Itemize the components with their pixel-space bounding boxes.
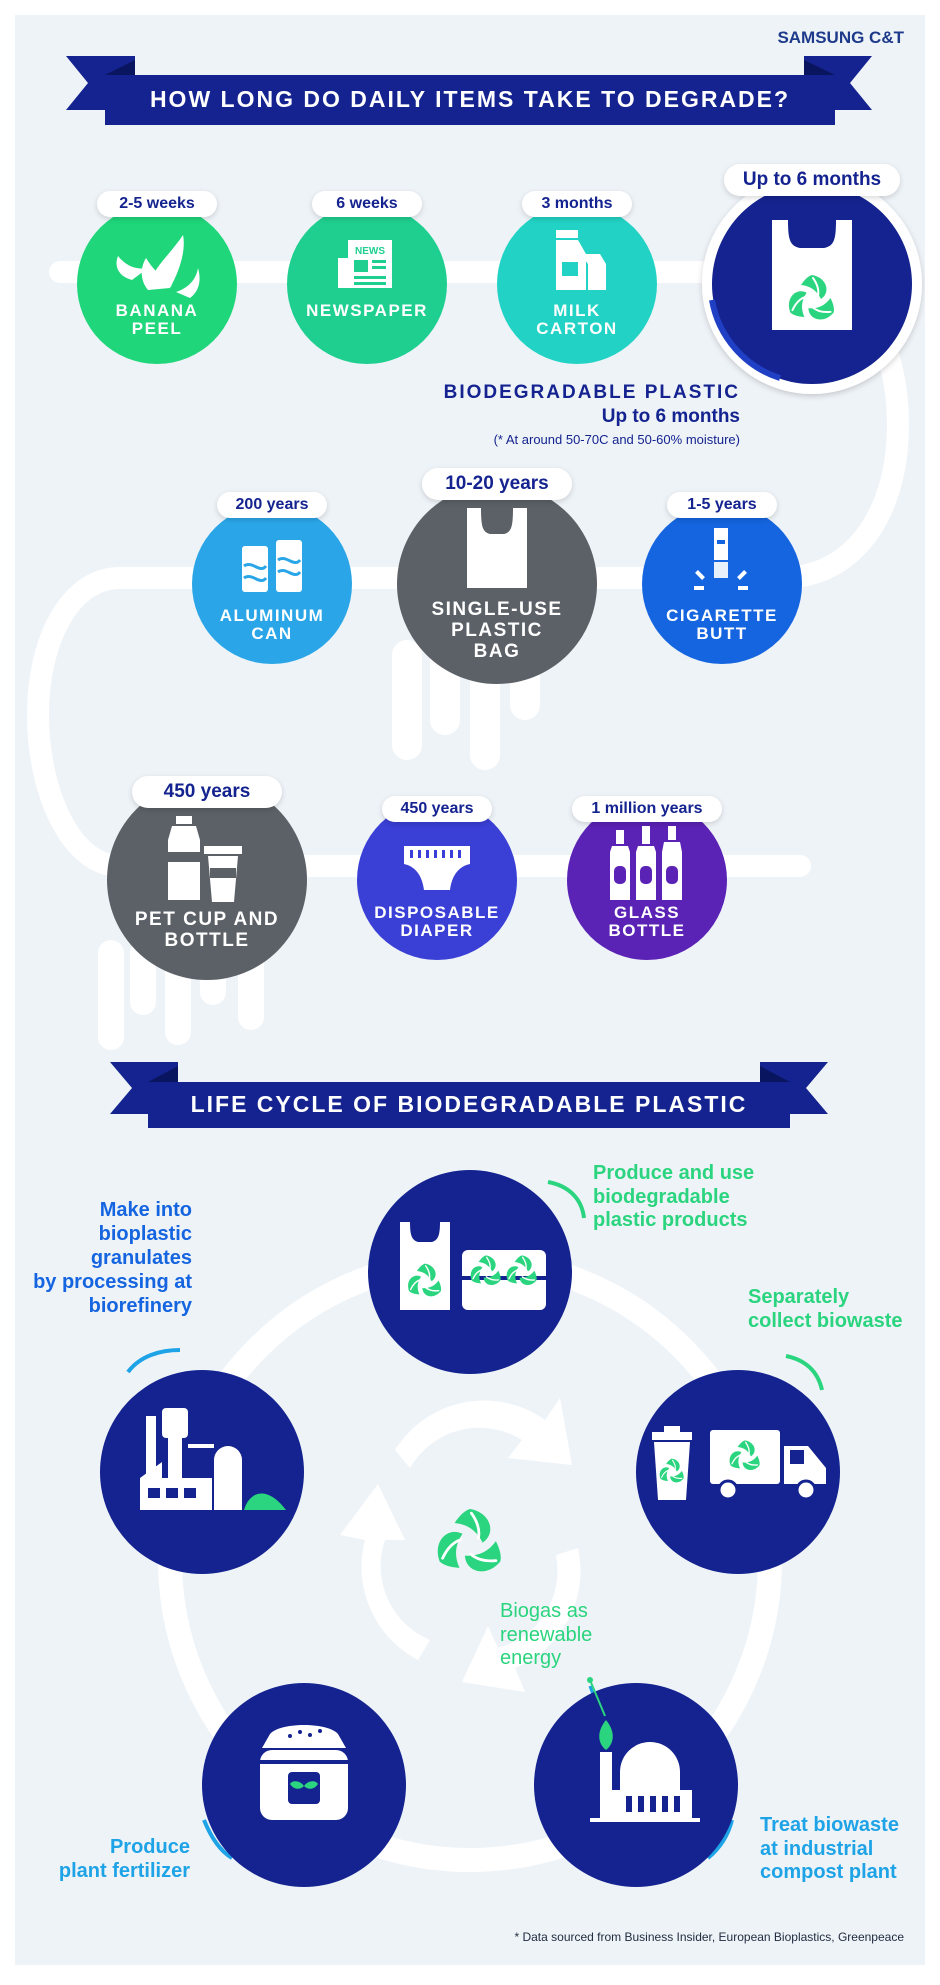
step-biogas-label: Biogas as renewable energy	[500, 1600, 650, 1671]
inner-arrows	[340, 1398, 581, 1692]
step-granulates-label: Make into bioplastic granulates by proce…	[20, 1198, 192, 1318]
label-banana: BANANA PEEL	[87, 302, 227, 338]
section2-title: LIFE CYCLE OF BIODEGRADABLE PLASTIC	[190, 1091, 748, 1117]
circle-biorefinery	[100, 1370, 304, 1574]
bioplastic-note-title: BIODEGRADABLE PLASTIC	[443, 382, 740, 403]
step-produce-line3: plastic products	[593, 1209, 748, 1232]
fertilizer-bag-icon	[260, 1725, 348, 1820]
label-cigarette-line2: BUTT	[696, 623, 748, 643]
circle-cigarette	[642, 504, 802, 664]
section2-banner	[110, 1062, 828, 1128]
step-biogas-line2: renewable	[500, 1623, 593, 1646]
label-bag-line3: BAG	[473, 640, 521, 662]
label-cigarette: CIGARETTE BUTT	[647, 607, 797, 643]
label-cigarette-line1: CIGARETTE	[666, 606, 778, 625]
diaper-icon	[404, 846, 470, 890]
label-milk: MILK CARTON	[507, 302, 647, 338]
label-milk-line1: MILK	[553, 301, 601, 320]
label-banana-line2: PEEL	[131, 318, 183, 338]
time-pill-newspaper: 6 weeks	[312, 191, 422, 217]
glass-bottle-icon	[610, 826, 682, 900]
label-bag-line1: SINGLE-USE	[431, 599, 563, 620]
bioplastic-note: BIODEGRADABLE PLASTIC Up to 6 months (* …	[380, 382, 740, 447]
label-milk-line2: CARTON	[536, 318, 618, 338]
time-pill-glass: 1 million years	[572, 796, 722, 822]
bioplastic-note-subtitle: Up to 6 months	[601, 406, 740, 427]
step-treat-line1: Treat biowaste	[760, 1814, 899, 1836]
banana-peel-icon	[116, 235, 200, 298]
label-bag: SINGLE-USE PLASTIC BAG	[417, 599, 577, 663]
time-pill-cigarette: 1-5 years	[667, 492, 777, 518]
label-pet: PET CUP AND BOTTLE	[117, 909, 297, 952]
label-aluminum: ALUMINUM CAN	[197, 607, 347, 643]
compost-plant-icon	[590, 1720, 700, 1822]
time-pill-milk: 3 months	[522, 191, 632, 217]
newspaper-icon: NEWS	[338, 240, 392, 288]
time-pill-bag: 10-20 years	[422, 468, 572, 500]
biorefinery-icon	[140, 1408, 286, 1510]
pet-bottle-cup-icon	[168, 816, 242, 902]
label-newspaper-line1: NEWSPAPER	[306, 301, 428, 320]
circle-aluminum	[192, 504, 352, 664]
step-granulates-line3: granulates	[90, 1247, 192, 1269]
step-collect-label: Separately collect biowaste	[748, 1286, 928, 1333]
step-collect-line1: Separately	[748, 1286, 850, 1308]
section1-title: HOW LONG DO DAILY ITEMS TAKE TO DEGRADE?	[149, 86, 791, 112]
svg-text:NEWS: NEWS	[355, 246, 385, 257]
step-granulates-line1: Make into	[99, 1199, 192, 1221]
label-diaper: DISPOSABLE DIAPER	[362, 904, 512, 940]
biodegradable-bag-icon	[772, 218, 852, 330]
milk-carton-icon	[556, 230, 606, 290]
plastic-bag-icon	[467, 508, 527, 588]
step-granulates-line4: by processing at	[33, 1271, 192, 1293]
step-treat-line3: compost plant	[760, 1861, 897, 1884]
step-granulates-line5: biorefinery	[88, 1295, 192, 1317]
collect-truck-icon	[652, 1426, 826, 1501]
step-produce-line2: biodegradable	[593, 1185, 730, 1208]
label-glass: GLASS BOTTLE	[572, 904, 722, 940]
step-biogas-line1: Biogas as	[500, 1600, 588, 1622]
label-diaper-line1: DISPOSABLE	[374, 903, 500, 922]
step-treat-label: Treat biowaste at industrial compost pla…	[760, 1814, 930, 1885]
time-pill-bioplastic: Up to 6 months	[724, 164, 900, 196]
footnote: * Data sourced from Business Insider, Eu…	[514, 1930, 904, 1944]
label-aluminum-line1: ALUMINUM	[219, 606, 325, 625]
time-pill-pet: 450 years	[132, 776, 282, 808]
label-diaper-line2: DIAPER	[400, 920, 474, 940]
circle-pet	[107, 780, 307, 980]
time-pill-banana: 2-5 weeks	[97, 191, 217, 217]
step-granulates-line2: bioplastic	[98, 1223, 192, 1245]
step-fertilizer-label: Produce plant fertilizer	[20, 1836, 190, 1883]
label-bag-line2: PLASTIC	[451, 619, 543, 641]
step-produce-label: Produce and use biodegradable plastic pr…	[593, 1162, 823, 1233]
bioplastic-note-condition: (* At around 50-70C and 50-60% moisture)	[493, 432, 740, 447]
label-newspaper: NEWSPAPER	[292, 302, 442, 320]
section1-banner	[66, 56, 872, 125]
label-banana-line1: BANANA	[115, 301, 199, 320]
brand-logo: SAMSUNG C&T	[777, 28, 904, 47]
products-icon	[400, 1222, 546, 1310]
time-pill-diaper: 450 years	[382, 796, 492, 822]
time-pill-aluminum: 200 years	[217, 492, 327, 518]
step-fertilizer-line2: plant fertilizer	[58, 1859, 190, 1882]
step-fertilizer-line1: Produce	[109, 1836, 190, 1858]
step-collect-line2: collect biowaste	[748, 1309, 903, 1332]
step-treat-line2: at industrial	[760, 1837, 874, 1860]
label-glass-line1: GLASS	[613, 903, 681, 922]
aluminum-can-icon	[242, 540, 302, 592]
label-pet-line1: PET CUP AND	[134, 909, 280, 930]
step-produce-line1: Produce and use	[593, 1162, 755, 1184]
step-biogas-line3: energy	[500, 1647, 562, 1670]
label-glass-line2: BOTTLE	[608, 920, 686, 940]
label-aluminum-line2: CAN	[251, 623, 293, 643]
label-pet-line2: BOTTLE	[164, 929, 250, 951]
cigarette-butt-icon	[694, 528, 748, 590]
